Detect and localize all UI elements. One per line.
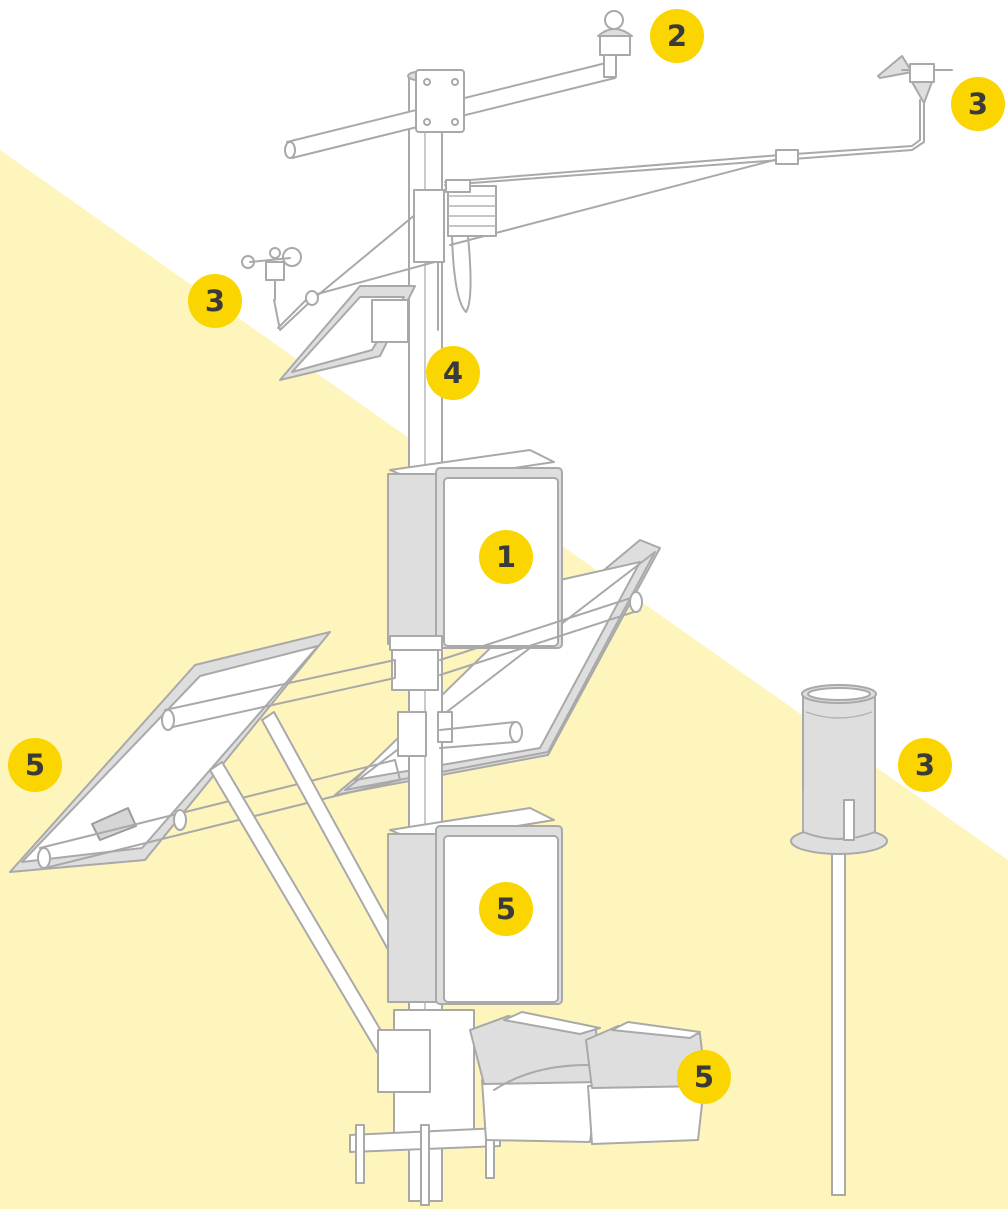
badge-mast: 4 xyxy=(426,346,480,400)
radiation-sensor xyxy=(598,11,632,77)
svg-text:5: 5 xyxy=(496,892,516,926)
badge-rain-gauge: 3 xyxy=(898,738,952,792)
svg-text:3: 3 xyxy=(915,748,935,782)
top-crossarm xyxy=(285,62,615,158)
power-enclosure xyxy=(388,808,562,1004)
badge-solar-panels: 5 xyxy=(8,738,62,792)
svg-text:1: 1 xyxy=(496,540,516,574)
svg-text:4: 4 xyxy=(443,356,463,390)
svg-text:2: 2 xyxy=(667,19,687,53)
svg-text:5: 5 xyxy=(694,1060,714,1094)
badge-wind-vane: 3 xyxy=(951,77,1005,131)
badge-batteries: 5 xyxy=(677,1050,731,1104)
logger-enclosure xyxy=(388,450,562,650)
svg-text:3: 3 xyxy=(205,284,225,318)
badge-logger-enclosure: 1 xyxy=(479,530,533,584)
badge-radiation-sensor: 2 xyxy=(650,9,704,63)
badge-anemometer: 3 xyxy=(188,274,242,328)
badge-power-enclosure: 5 xyxy=(479,882,533,936)
small-solar-panel xyxy=(280,286,415,380)
svg-text:3: 3 xyxy=(968,87,988,121)
battery-left xyxy=(470,1012,610,1142)
svg-text:5: 5 xyxy=(25,748,45,782)
